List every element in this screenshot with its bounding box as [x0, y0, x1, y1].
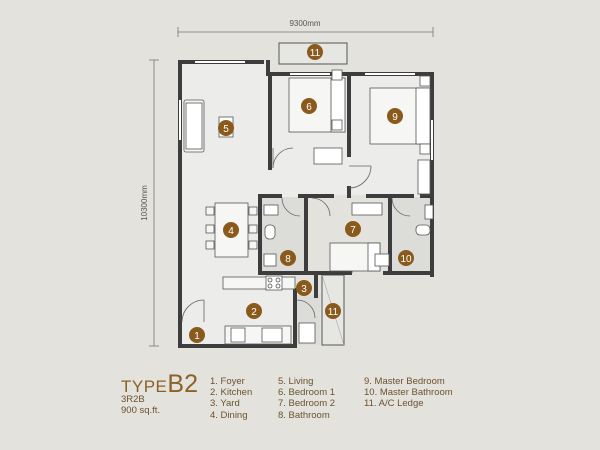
floor-plan: 9300mm 10300mm [140, 19, 434, 348]
svg-text:10: 10 [400, 254, 412, 265]
height-label: 10300mm [140, 185, 149, 221]
badge-master-bathroom: 10 [398, 250, 414, 266]
legend-item: 7. Bedroom 2 [278, 398, 336, 410]
svg-text:5: 5 [223, 124, 229, 135]
legend-item: 10. Master Bathroom [364, 387, 453, 399]
badge-bedroom-1: 6 [301, 98, 317, 114]
svg-text:11: 11 [310, 48, 321, 59]
legend-column-2: 5. Living 6. Bedroom 1 7. Bedroom 2 8. B… [278, 376, 335, 421]
legend-item: 9. Master Bedroom [364, 376, 445, 387]
badge-bathroom: 8 [280, 250, 296, 266]
width-label: 9300mm [289, 19, 320, 28]
badge-yard: 3 [296, 280, 312, 296]
svg-text:8: 8 [285, 254, 291, 265]
svg-text:9: 9 [392, 112, 398, 123]
legend-item: 4. Dining [210, 409, 248, 421]
svg-text:11: 11 [328, 307, 339, 318]
room-badges: 1 2 3 4 5 6 7 8 9 10 11 11 [189, 44, 414, 343]
legend-item: 8. Bathroom [278, 409, 330, 421]
width-dimension [177, 27, 434, 37]
legend-item: 11. A/C Ledge [364, 398, 424, 410]
unit-type-title: TYPEB2 [121, 370, 198, 399]
badge-dining: 4 [223, 222, 239, 238]
badge-foyer: 1 [189, 327, 205, 343]
badge-master-bedroom: 9 [387, 108, 403, 124]
windows [179, 61, 433, 160]
svg-text:6: 6 [306, 102, 312, 113]
badge-living: 5 [218, 120, 234, 136]
layout-label: 3R2B [121, 394, 145, 405]
legend-item: 2. Kitchen [210, 387, 253, 399]
legend-column-3: 9. Master Bedroom 10. Master Bathroom 11… [364, 376, 453, 410]
furniture [183, 69, 434, 345]
badge-kitchen: 2 [246, 303, 262, 319]
svg-text:1: 1 [194, 331, 200, 342]
badge-bedroom-2: 7 [345, 221, 361, 237]
svg-text:4: 4 [228, 226, 234, 237]
svg-text:3: 3 [301, 284, 307, 295]
legend-item: 6. Bedroom 1 [278, 387, 336, 399]
badge-ac-ledge-side: 11 [325, 303, 341, 319]
type-code: B2 [167, 370, 198, 398]
legend-column-1: 1. Foyer 2. Kitchen 3. Yard 4. Dining [210, 376, 252, 421]
area-label: 900 sq.ft. [121, 405, 161, 416]
legend-item: 3. Yard [210, 398, 240, 410]
svg-text:7: 7 [350, 225, 356, 236]
legend-item: 5. Living [278, 376, 314, 387]
badge-ac-ledge-top: 11 [307, 44, 323, 60]
legend-item: 1. Foyer [210, 376, 245, 387]
type-word: TYPE [121, 377, 168, 396]
height-dimension [149, 59, 159, 347]
svg-text:2: 2 [251, 307, 257, 318]
